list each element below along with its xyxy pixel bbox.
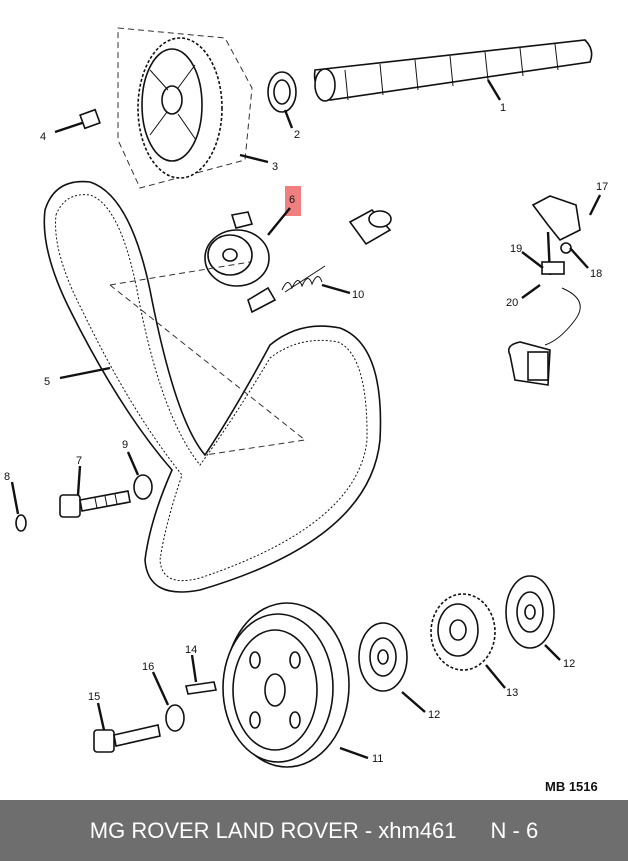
- sprocket-bolt: [54, 108, 101, 134]
- callout-5: 5: [44, 376, 50, 388]
- callout-7: 7: [76, 455, 82, 467]
- footer-page-code: N - 6: [490, 817, 539, 843]
- callout-17: 17: [596, 181, 608, 193]
- callout-11: 11: [372, 753, 383, 765]
- belt-tensioner: [204, 211, 277, 314]
- timing-belt-exploded-diagram: 1 2 3 4 5 6 7 8 9 10 11 12 12 13 14 15 1…: [4, 27, 608, 794]
- pulley-bolt-washer: [165, 704, 185, 732]
- crankshaft-pulley: [222, 602, 350, 768]
- callout-labels: 1 2 3 4 5 6 7 8 9 10 11 12 12 13 14 15 1…: [4, 102, 608, 765]
- camshaft-sprocket: [137, 37, 223, 179]
- crankshaft-position-sensor: [507, 195, 581, 386]
- camshaft: [313, 39, 593, 102]
- callout-15: 15: [88, 691, 100, 703]
- footer-bar: MG ROVER LAND ROVER - xhm461 N - 6: [0, 800, 628, 861]
- locking-nut: [15, 514, 27, 532]
- callout-20: 20: [506, 297, 518, 309]
- callout-10: 10: [352, 289, 364, 301]
- callout-12-rear: 12: [563, 658, 575, 670]
- callout-16: 16: [142, 661, 154, 673]
- callout-3: 3: [272, 161, 278, 173]
- callout-18: 18: [590, 268, 602, 280]
- callout-19: 19: [510, 243, 522, 255]
- leader-lines: [10, 79, 602, 760]
- tensioner-sleeve: [348, 208, 392, 246]
- callout-1: 1: [500, 102, 506, 114]
- callout-12-front: 12: [428, 709, 440, 721]
- callout-13: 13: [506, 687, 518, 699]
- woodruff-key: [185, 681, 217, 695]
- callout-4: 4: [40, 131, 46, 143]
- callout-9: 9: [122, 439, 128, 451]
- crankshaft-pulley-bolt: [93, 724, 161, 753]
- callout-6: 6: [289, 194, 295, 206]
- belt-routing-dashed-guide: [109, 261, 307, 456]
- tensioner-spring: [281, 265, 326, 293]
- callout-14: 14: [185, 644, 197, 656]
- idler-bolt: [59, 490, 131, 518]
- callout-2: 2: [294, 129, 300, 141]
- diagram-reference-number: MB 1516: [545, 779, 598, 794]
- timing-belt: [43, 180, 382, 593]
- idler-washer: [133, 474, 153, 500]
- crankshaft-sprocket: [430, 593, 496, 671]
- footer-title: MG ROVER LAND ROVER - xhm461: [89, 817, 457, 843]
- callout-8: 8: [4, 471, 10, 483]
- crankshaft-thrust-washer-rear: [505, 575, 555, 649]
- crankshaft-thrust-washer-front: [358, 622, 408, 692]
